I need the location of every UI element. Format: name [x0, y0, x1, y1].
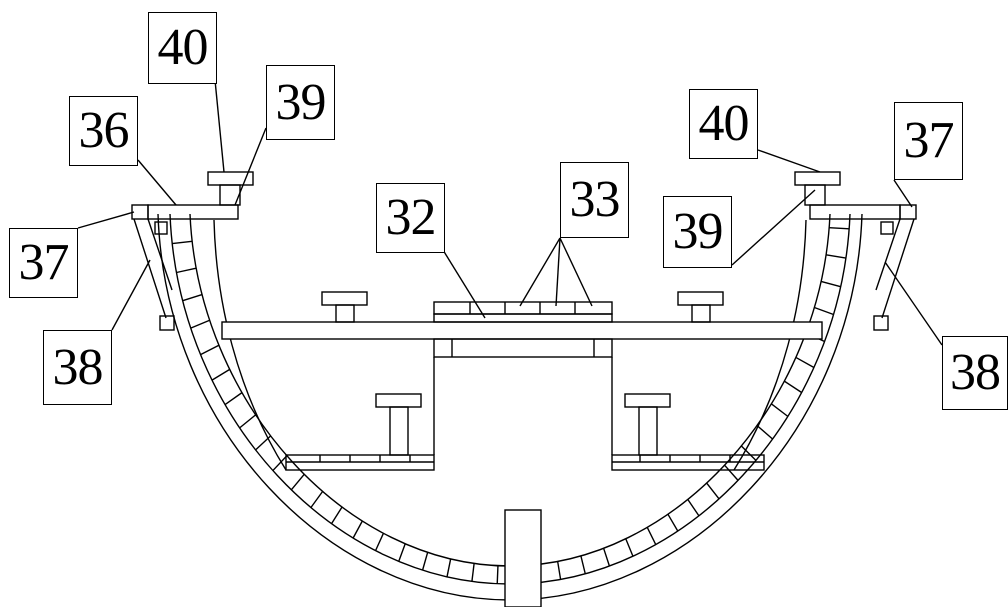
right-cap-stem	[804, 184, 826, 206]
left-flange-outer	[131, 204, 149, 220]
lining-tick	[756, 424, 773, 440]
lining-tick	[172, 240, 193, 245]
tray-stud-left-stem	[389, 406, 409, 456]
label-38-left: 38	[43, 330, 112, 405]
stud-right-stem	[691, 304, 711, 323]
left-top-block	[154, 221, 168, 235]
label-32: 32	[376, 183, 445, 253]
lining-tick	[200, 344, 220, 356]
center-plate	[433, 301, 613, 315]
right-cap	[794, 171, 841, 186]
lining-tick	[667, 513, 679, 532]
inner-wall-right	[733, 219, 807, 471]
label-39-right: 39	[663, 196, 732, 268]
stud-right-head	[677, 291, 724, 306]
center-plate-segments	[469, 302, 576, 314]
lining-tick	[272, 455, 288, 472]
right-flange	[809, 204, 901, 220]
left-brace-inner	[147, 218, 173, 291]
right-flange-outer	[899, 204, 917, 220]
label-36: 36	[69, 96, 138, 166]
lining-tick	[190, 319, 210, 329]
lining-tick	[496, 565, 499, 584]
bottom-outlet	[504, 509, 542, 607]
leader-lines	[77, 79, 943, 346]
lining-tick	[239, 414, 257, 429]
stud-left-head	[321, 291, 368, 306]
lining-tick	[211, 368, 231, 381]
lining-tick	[580, 555, 586, 574]
lining-tick	[646, 527, 657, 545]
lining-tick	[740, 445, 757, 461]
lining-tick	[625, 538, 634, 557]
lining-tick	[398, 543, 406, 562]
right-brace	[881, 218, 915, 319]
label-40-right: 40	[689, 89, 758, 159]
lining-tick	[176, 267, 197, 274]
left-brace-foot	[159, 315, 175, 331]
lining-tick	[374, 533, 385, 551]
lining-tick	[290, 473, 305, 491]
label-37-right: 37	[894, 102, 963, 180]
lining-tick	[724, 464, 739, 481]
label-37-left: 37	[9, 228, 78, 298]
lining-tick	[825, 254, 847, 259]
inner-wall-left	[213, 219, 287, 471]
lining-tick	[556, 561, 562, 580]
lining-tick	[255, 435, 272, 451]
tray-stud-right-stem	[638, 406, 658, 456]
left-cap-stem	[219, 184, 241, 206]
lining-tick	[421, 552, 429, 571]
lining-tick	[687, 499, 700, 517]
lining-tick	[352, 520, 363, 539]
center-plate-base	[433, 313, 613, 323]
lining-tick	[783, 380, 803, 394]
lining-tick	[224, 392, 243, 406]
right-top-block	[880, 221, 894, 235]
lining-tick	[446, 558, 452, 577]
label-39-left: 39	[266, 65, 335, 140]
stud-left-stem	[335, 304, 355, 323]
lining-tick	[820, 280, 841, 288]
lining-tick	[795, 356, 815, 369]
lining-tick	[602, 548, 611, 567]
lining-tick	[814, 306, 834, 316]
lining-tick	[829, 227, 850, 230]
left-flange	[147, 204, 239, 220]
label-38-right: 38	[942, 336, 1008, 410]
lining-tick	[182, 293, 203, 302]
left-brace	[133, 218, 167, 319]
lining-tick	[330, 506, 343, 524]
label-40-left: 40	[148, 12, 217, 84]
left-tray-segments	[319, 455, 411, 462]
right-brace-foot	[873, 315, 889, 331]
tray-stud-right-head	[624, 393, 671, 408]
lining-tick	[706, 482, 720, 500]
center-block	[433, 338, 613, 358]
tray-stud-left-head	[375, 393, 422, 408]
crossbeam	[221, 321, 823, 340]
right-tray-segments	[639, 455, 731, 462]
lining-tick	[310, 490, 324, 508]
lining-tick	[471, 563, 475, 582]
lining-tick	[770, 403, 789, 417]
right-brace-inner	[875, 218, 901, 291]
label-33: 33	[560, 162, 629, 238]
